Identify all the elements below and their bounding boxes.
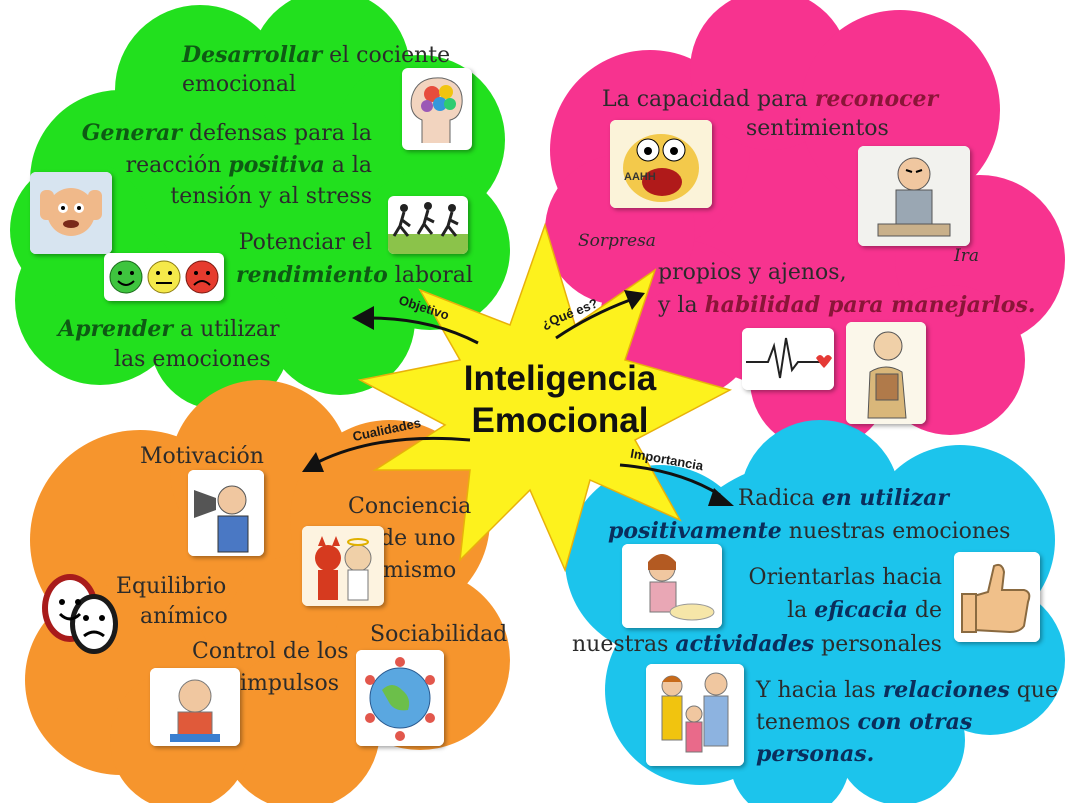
blue-line-4: la eficacia de [787,597,942,623]
runners-icon [388,196,468,254]
orange-conciencia-3: mismo [383,558,457,583]
green-line-4: reacción positiva a la [125,152,372,178]
orange-control-2: impulsos [240,671,340,696]
green-line-7: rendimiento laboral [236,262,473,288]
angry-man-icon [858,146,970,246]
pink-ira: Ira [954,246,979,266]
devil-angel-icon [302,526,384,606]
brain-icon [402,68,472,150]
stressed-man-icon [30,172,112,254]
blue-line-5: nuestras actividades personales [572,631,942,657]
arrow-cualidades [317,436,471,464]
green-line-5: tensión y al stress [170,184,372,209]
theater-masks-icon [40,564,122,664]
surprised-face-icon: AAHH [610,120,712,208]
anxious-man-icon [846,322,926,424]
pink-line-1: La capacidad para reconocer [602,86,939,112]
megaphone-man-icon [188,470,264,556]
green-line-6: Potenciar el [238,230,372,255]
arrow-objetivo [369,316,479,345]
arrow-que-es [555,298,631,340]
svg-text:AAHH: AAHH [624,171,656,183]
center-title-line2: Emocional [471,401,649,440]
blue-line-8: personas. [756,741,875,767]
orange-conciencia-1: Conciencia [348,494,472,519]
orange-motivacion: Motivación [140,444,264,469]
green-line-9: las emociones [114,347,271,372]
emoji-faces-icon [104,253,224,301]
orange-equilibrio-1: Equilibrio [116,574,227,599]
pink-sorpresa: Sorpresa [578,231,656,251]
pink-line-3: propios y ajenos, [658,260,847,285]
blue-line-7: tenemos con otras [756,709,973,735]
green-line-3: Generar defensas para la [81,120,372,146]
pink-line-2: sentimientos [746,116,889,141]
arrow-importancia [619,463,721,497]
thumbs-up-icon [954,552,1040,642]
blue-line-1: Radica en utilizar [738,485,949,511]
calm-child-icon [150,668,240,746]
blue-line-2: positivamente nuestras emociones [608,518,1011,544]
heartbeat-icon [742,328,834,390]
center-title: Inteligencia Emocional [440,358,680,442]
green-line-1: Desarrollar el cociente [182,42,451,68]
green-line-8: Aprender a utilizar [58,316,280,342]
center-title-line1: Inteligencia [463,359,657,398]
world-people-icon [356,650,444,746]
woman-food-icon [622,544,722,628]
orange-sociabilidad: Sociabilidad [370,622,508,647]
center-star [357,222,733,573]
pink-line-4: y la habilidad para manejarlos. [658,292,1036,318]
orange-conciencia-2: de uno [380,526,456,551]
blue-line-6: Y hacia las relaciones que [756,677,1058,703]
family-icon [646,664,744,766]
branch-arrows [317,298,721,497]
orange-equilibrio-2: anímico [140,604,228,629]
blue-line-3: Orientarlas hacia [748,565,942,590]
arrow-heads [302,290,734,506]
orange-control-1: Control de los [192,639,349,664]
green-line-2: emocional [182,72,297,97]
